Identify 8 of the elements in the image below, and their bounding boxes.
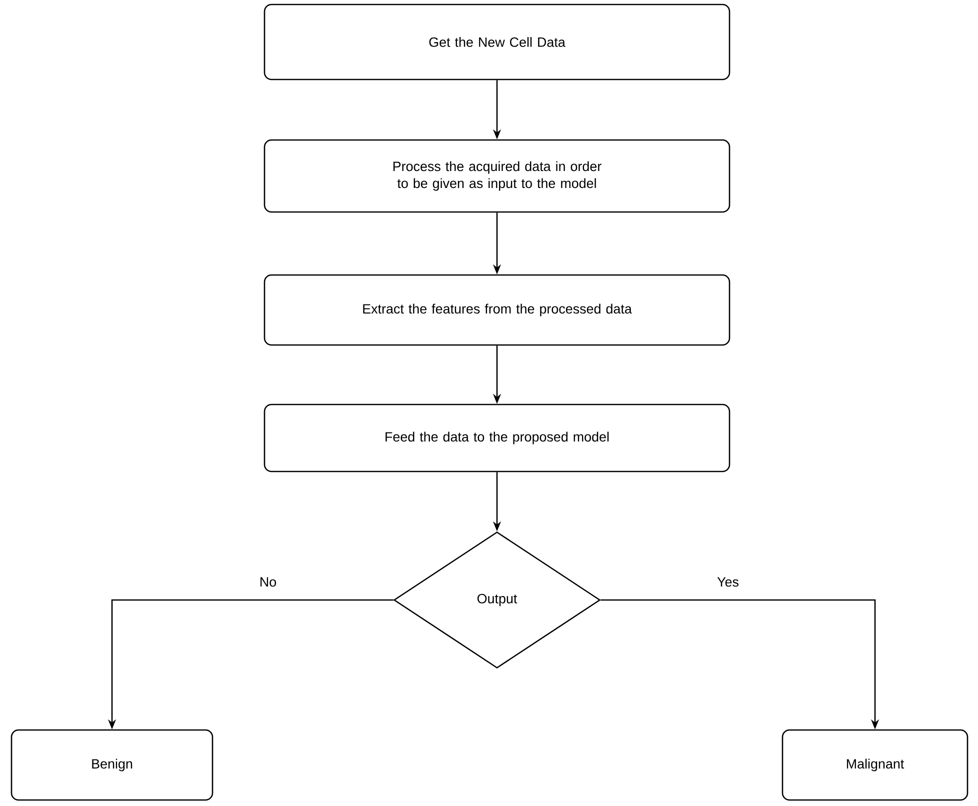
edge-label: No bbox=[260, 577, 276, 587]
edge-label: Yes bbox=[717, 577, 738, 587]
process-box: Feed the data to the proposed model bbox=[264, 404, 730, 472]
process-box: Benign bbox=[10, 729, 214, 801]
process-box: Extract the features from the processed data bbox=[264, 274, 730, 346]
process-box: Get the New Cell Data bbox=[264, 4, 730, 80]
process-box: Malignant bbox=[782, 729, 968, 801]
process-box: Process the acquired data in order to be given as input to the model bbox=[264, 139, 730, 213]
